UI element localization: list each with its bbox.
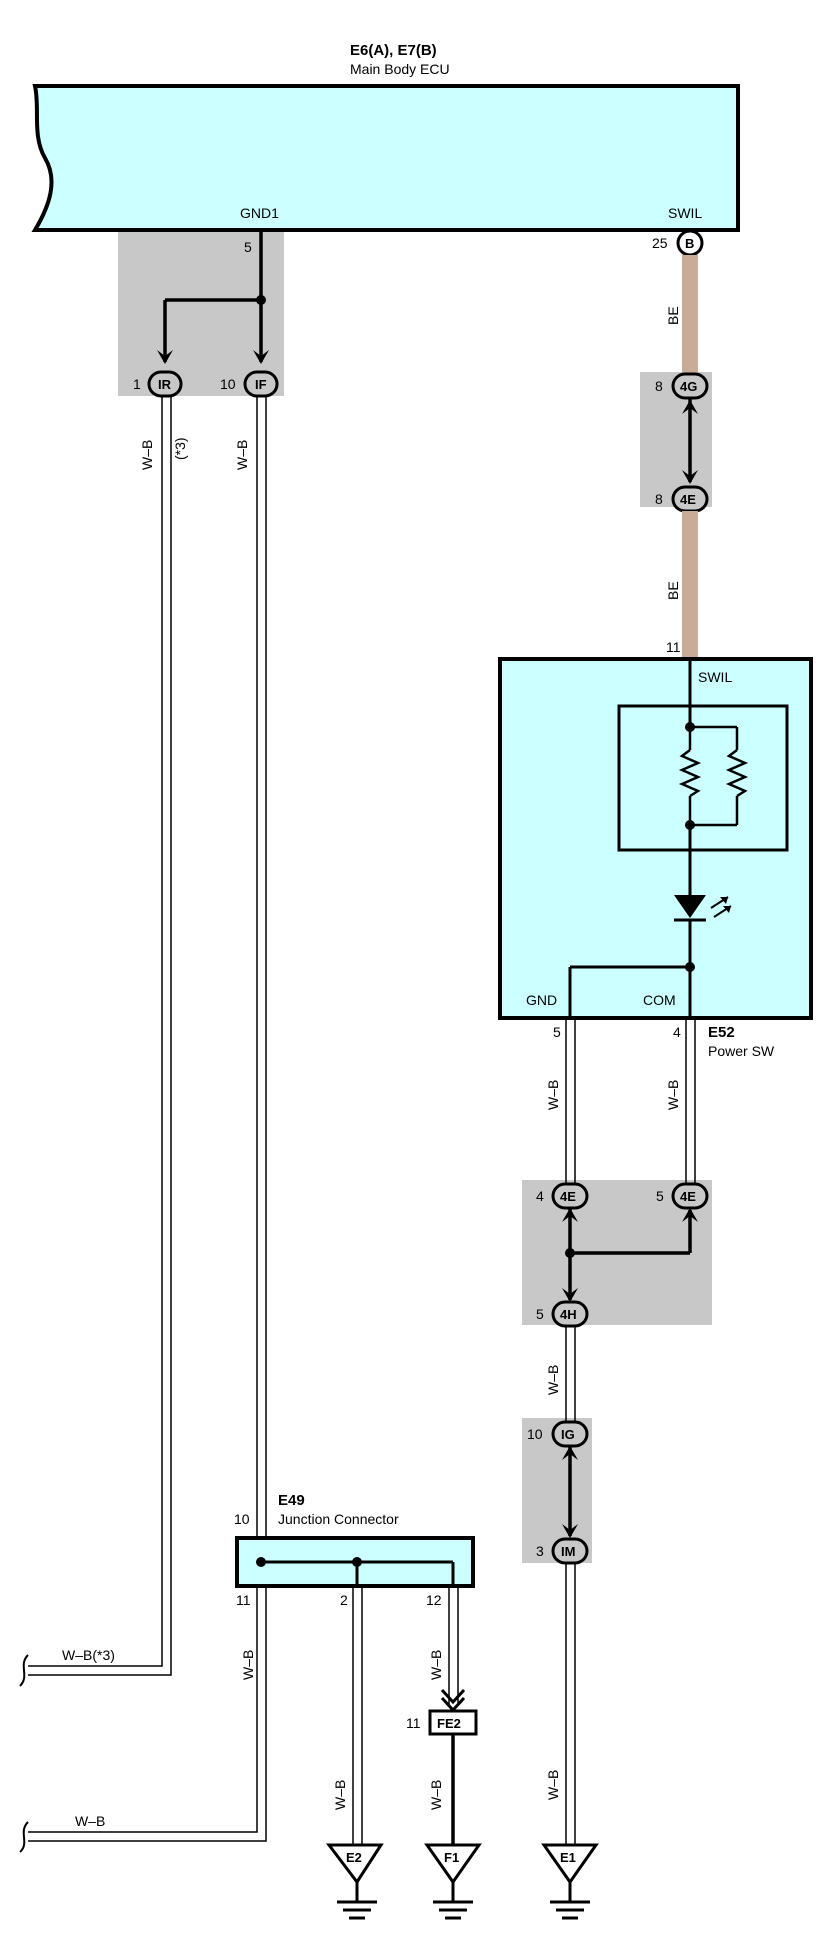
ecu-id: E6(A), E7(B) [350,42,437,59]
junction-pin-in: 10 [234,1511,250,1527]
connector-4h-label: 4H [560,1307,577,1322]
connector-4e-right-label: 4E [680,1189,696,1204]
connector-ir-label: IR [158,377,172,392]
ecu-name: Main Body ECU [350,61,450,77]
arrow-fe2-1 [440,1688,466,1705]
junction-pin-out1: 11 [236,1592,251,1608]
wire-label-4h-wb: W–B [545,1365,561,1395]
led-icon [674,895,706,918]
power-sw-term-gnd: GND [526,992,557,1008]
wire-be-2 [682,511,698,659]
break-mark-2 [19,1821,29,1853]
pin-swil: 25 [652,235,668,251]
wire-if-wb [28,396,267,1842]
connector-if-label: IF [255,377,267,392]
resistor-2 [725,749,749,798]
connector-4e-right: 4E 5 [656,1182,709,1210]
resistor-1 [678,749,702,798]
wire-label-f1-wb: W–B [428,1780,444,1810]
connector-4e-top-label: 4E [680,492,696,507]
pin-gnd1: 5 [244,239,252,255]
wire-label-wb-bottom: W–B [75,1813,105,1829]
connector-4h-pin: 5 [536,1306,544,1322]
junction-connector: E49 Junction Connector 10 11 2 12 [234,1492,475,1608]
junction-pin-out3: 12 [426,1592,442,1608]
wire-label-be-1: BE [665,306,681,325]
power-sw-id: E52 [708,1024,735,1041]
wire-4h-ig [565,1326,576,1422]
ecu-term-swil: SWIL [668,205,702,221]
connector-b-label: B [685,236,694,251]
connector-im: IM 3 [536,1537,589,1565]
connector-im-label: IM [561,1544,575,1559]
wire-gnd-com [565,1018,696,1184]
wire-be-1 [682,255,698,375]
wire-ir-wb [28,396,172,1676]
connector-b: B [676,229,704,257]
pin-power-com: 4 [673,1024,681,1040]
ground-e2-label: E2 [346,1850,362,1865]
main-body-ecu: E6(A), E7(B) Main Body ECU GND1 SWIL [31,42,740,232]
arrow-if [253,350,269,364]
connector-4g: 4G 8 [655,372,709,400]
wire-label-if-wb: W–B [234,440,250,470]
illumination-box [617,704,789,852]
ground-e1-label: E1 [560,1850,576,1865]
connector-4e-right-pin: 5 [656,1188,664,1204]
connector-4e-left: 4E 4 [536,1182,589,1210]
connector-4h: 4H 5 [536,1300,589,1328]
ground-f1-label: F1 [444,1850,459,1865]
power-sw-term-com: COM [643,992,676,1008]
ground-e2: E2 [325,1843,384,1920]
wire-junction-e2 [352,1586,363,1845]
connector-im-pin: 3 [536,1543,544,1559]
arrow-4g-up [682,400,698,414]
connector-4e-top: 4E 8 [655,485,709,513]
connector-ig-pin: 10 [527,1426,543,1442]
connector-4e-left-pin: 4 [536,1188,544,1204]
connector-fe2-pin: 11 [406,1715,421,1731]
connector-4g-label: 4G [680,379,697,394]
break-mark-1 [19,1654,29,1687]
connector-4g-pin: 8 [655,378,663,394]
wire-im-e1 [565,1563,576,1845]
power-sw: SWIL GND COM [498,657,813,1020]
ecu-term-gnd1: GND1 [240,205,279,221]
wire-label-be-2: BE [665,581,681,600]
connector-fe2-label: FE2 [437,1716,461,1731]
wire-junction-fe2 [448,1586,459,1704]
pin-power-gnd: 5 [553,1024,561,1040]
ground-f1: F1 [424,1843,482,1920]
wire-label-ir-wb: W–B [139,440,155,470]
junction-id: E49 [278,1492,305,1509]
connector-ir: IR 1 [133,370,183,398]
connector-4e-top-pin: 8 [655,491,663,507]
power-sw-name: Power SW [708,1043,775,1059]
connector-ir-pin: 1 [133,376,141,392]
ground-e1: E1 [541,1843,599,1920]
connector-if: IF 10 [220,370,279,398]
wire-label-e2-wb: W–B [332,1780,348,1810]
power-sw-term-swil: SWIL [698,669,732,685]
wire-label-fe2-wb: W–B [428,1650,444,1680]
wire-label-ir-note3: (*3) [172,437,188,460]
wire-label-com-wb: W–B [665,1080,681,1110]
junction-name: Junction Connector [278,1511,399,1527]
wire-label-junction-wb: W–B [240,1650,256,1680]
wire-label-gnd-wb: W–B [545,1080,561,1110]
connector-if-pin: 10 [220,376,236,392]
pin-power-swil: 11 [666,639,681,655]
wire-label-wb-note3: W–B(*3) [62,1647,115,1663]
connector-ig-label: IG [561,1427,575,1442]
arrow-4e-down [682,470,698,484]
arrow-ir [157,350,173,364]
junction-pin-out2: 2 [340,1592,348,1608]
shade-ir-if [118,232,284,396]
wire-label-e1-wb: W–B [545,1770,561,1800]
connector-4e-left-label: 4E [560,1189,576,1204]
connector-fe2: FE2 11 [406,1709,478,1736]
